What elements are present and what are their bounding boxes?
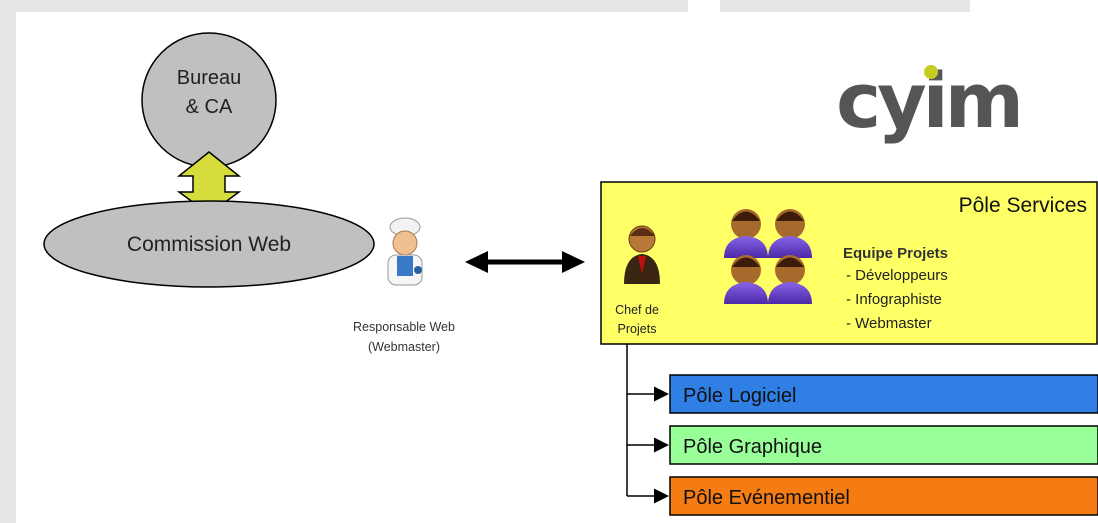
commission-web-label: Commission Web bbox=[127, 233, 291, 256]
sub-poles-connector bbox=[626, 344, 669, 504]
top-gap bbox=[688, 0, 720, 12]
webmaster-line2: (Webmaster) bbox=[368, 340, 440, 354]
pole-graphique-label: Pôle Graphique bbox=[683, 436, 822, 458]
pole-logiciel-box bbox=[669, 374, 1098, 414]
pole-graphique-box bbox=[669, 425, 1098, 465]
pole-logiciel-label: Pôle Logiciel bbox=[683, 385, 796, 407]
pole-evenementiel-box bbox=[669, 476, 1098, 516]
logo-dot bbox=[924, 65, 938, 79]
chef-line1: Chef de bbox=[615, 303, 659, 317]
team-title: Equipe Projets bbox=[843, 245, 948, 262]
cyim-logo: cyim bbox=[836, 56, 1024, 145]
webmaster-line1: Responsable Web bbox=[353, 320, 455, 334]
team-item-2: - Webmaster bbox=[846, 315, 932, 332]
top-gap-right bbox=[970, 0, 1098, 12]
webmaster-services-arrow bbox=[465, 251, 585, 273]
chef-line2: Projets bbox=[618, 322, 657, 336]
pole-evenementiel-label: Pôle Evénementiel bbox=[683, 487, 850, 509]
team-group-icon bbox=[724, 209, 812, 304]
bureau-ca-line1: Bureau bbox=[177, 67, 242, 89]
bureau-ca-line2: & CA bbox=[186, 96, 233, 118]
team-item-1: - Infographiste bbox=[846, 291, 942, 308]
webmaster-person-icon bbox=[387, 217, 423, 286]
chef-projets-icon bbox=[624, 225, 660, 284]
pole-services-title: Pôle Services bbox=[959, 194, 1087, 217]
commission-web-node bbox=[43, 200, 375, 288]
pole-services-box bbox=[600, 181, 1098, 345]
team-item-0: - Développeurs bbox=[846, 267, 948, 284]
